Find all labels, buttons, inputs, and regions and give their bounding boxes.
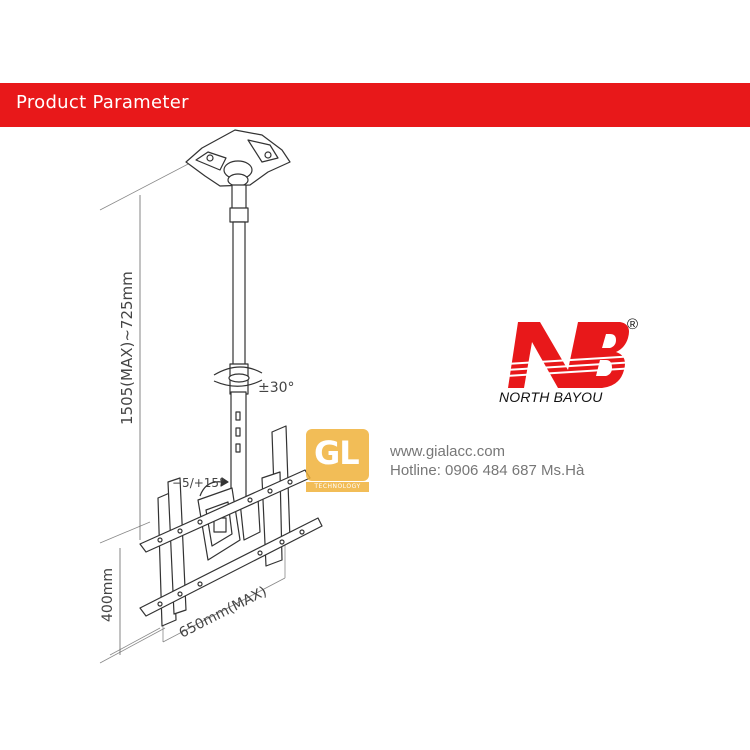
- watermark-hotline: Hotline: 0906 484 687 Ms.Hà: [390, 462, 585, 479]
- height-range-label: 1505(MAX)~725mm: [118, 271, 136, 425]
- ceiling-plate: [185, 129, 291, 187]
- banner-title: Product Parameter: [16, 92, 189, 113]
- watermark-url: www.gialacc.com: [390, 443, 506, 460]
- tilt-arrow: [199, 477, 229, 497]
- rotation-arrow: [213, 366, 263, 387]
- watermark-logo-subtext: TECHNOLOGY: [306, 482, 369, 492]
- extension-pole: [228, 184, 250, 503]
- header-banner: Product Parameter: [0, 83, 750, 127]
- rotation-label: ±30°: [258, 380, 295, 396]
- watermark-logo: GL TECHNOLOGY: [306, 429, 369, 492]
- height-dimension-line: [119, 195, 141, 655]
- brand-name: NORTH BAYOU: [499, 389, 603, 405]
- vertical-spacing-label: 400mm: [100, 568, 116, 622]
- tilt-label: −5/+15°: [172, 476, 225, 490]
- watermark-logo-letters: GL: [314, 434, 360, 472]
- brand-logo: [506, 322, 636, 388]
- registered-mark: ®: [627, 316, 639, 333]
- lower-rail: [139, 517, 323, 617]
